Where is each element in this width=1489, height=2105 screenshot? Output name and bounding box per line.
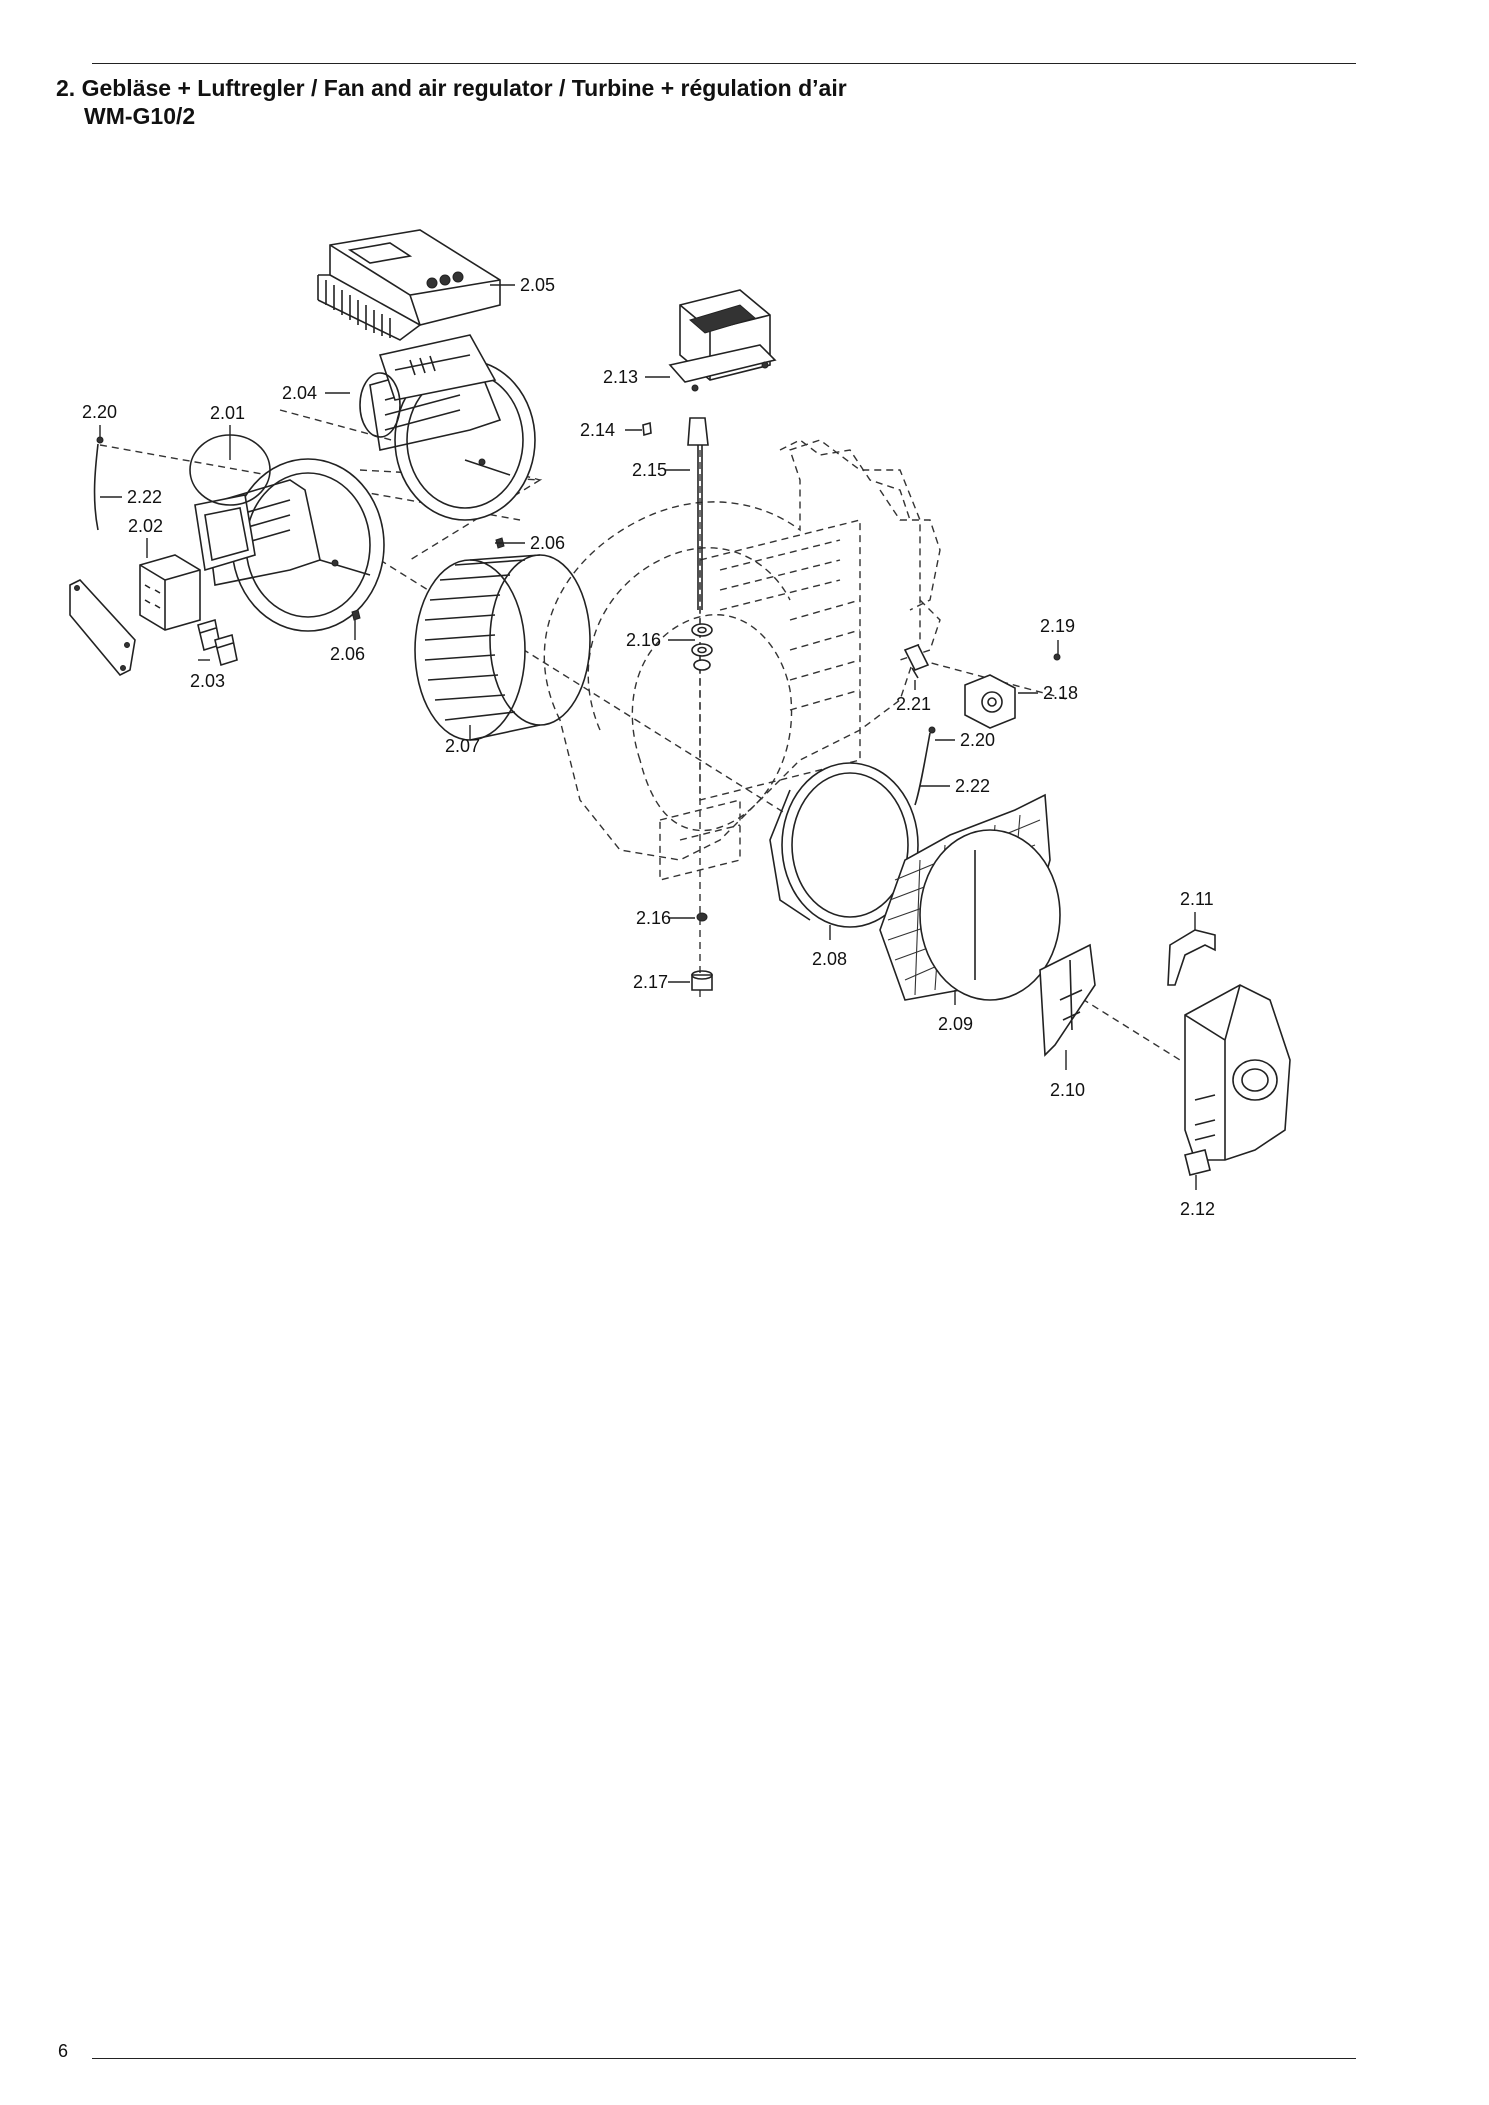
callout-2-18: 2.18 [1043, 683, 1078, 703]
part-2-15-shaft [687, 417, 709, 610]
part-2-16-washer-lower [696, 912, 708, 922]
part-2-13-servomotor [668, 289, 777, 392]
part-2-14-screw [642, 421, 652, 437]
part-2-09-air-damper [879, 793, 1061, 1001]
callout-2-05: 2.05 [520, 275, 555, 295]
callout-2-07: 2.07 [445, 736, 480, 756]
callout-2-15: 2.15 [632, 460, 667, 480]
part-2-08-air-inlet-ring [769, 762, 919, 928]
part-2-21-sensor [903, 643, 930, 679]
part-2-19-screw [1053, 653, 1061, 661]
part-2-04-motor [359, 334, 536, 521]
callout-2-03: 2.03 [190, 671, 225, 691]
callout-2-02: 2.02 [128, 516, 163, 536]
callout-2-21: 2.21 [896, 694, 931, 714]
title-text: 2. Gebläse + Luftregler / Fan and air re… [56, 75, 847, 101]
model-designation: WM-G10/2 [84, 103, 196, 129]
part-2-18-pressure-switch [964, 674, 1016, 729]
callout-2-10: 2.10 [1050, 1080, 1085, 1100]
callout-2-04: 2.04 [282, 383, 317, 403]
part-2-05-control-unit [317, 229, 501, 341]
callout-2-13: 2.13 [603, 367, 638, 387]
part-2-11-bracket [1167, 929, 1216, 986]
callout-2-20-right: 2.20 [960, 730, 995, 750]
callout-2-11: 2.11 [1180, 889, 1214, 909]
part-2-17-bearing [691, 970, 713, 991]
callout-2-06-upper: 2.06 [530, 533, 565, 553]
callout-2-19: 2.19 [1040, 616, 1075, 636]
part-2-02-contactor [139, 554, 201, 631]
page-number: 6 [58, 2041, 69, 2061]
part-2-12-intake-housing [1184, 984, 1291, 1176]
part-2-07-fan-wheel [414, 554, 591, 741]
callout-2-01: 2.01 [210, 403, 245, 423]
part-2-10-plate [1039, 943, 1096, 1057]
callout-labels: 2.05 2.04 2.01 2.20 2.22 2.02 2.03 2.06 … [82, 275, 1215, 1219]
leader-lines [99, 284, 1197, 1190]
burner-housing-outline [543, 439, 941, 881]
part-2-16-washers-upper [691, 623, 713, 671]
callout-2-08: 2.08 [812, 949, 847, 969]
part-cover-plate [69, 579, 136, 676]
bottom-rule [92, 2058, 1356, 2059]
part-2-03-cable-glands [197, 618, 238, 667]
part-2-20-2-22-sensor-left [93, 436, 104, 531]
callout-2-09: 2.09 [938, 1014, 973, 1034]
part-2-20-2-22-sensor-right [914, 726, 936, 806]
page-title: 2. Gebläse + Luftregler / Fan and air re… [56, 74, 847, 130]
callout-2-22-left: 2.22 [127, 487, 162, 507]
callout-2-14: 2.14 [580, 420, 615, 440]
part-2-01-motor [189, 434, 385, 632]
callout-2-06-lower: 2.06 [330, 644, 365, 664]
callout-2-16-lower: 2.16 [636, 908, 671, 928]
callout-2-22-right: 2.22 [955, 776, 990, 796]
callout-2-20-left: 2.20 [82, 402, 117, 422]
callout-2-12: 2.12 [1180, 1199, 1215, 1219]
callout-2-16-upper: 2.16 [626, 630, 661, 650]
callout-2-17: 2.17 [633, 972, 668, 992]
top-rule [92, 63, 1356, 64]
